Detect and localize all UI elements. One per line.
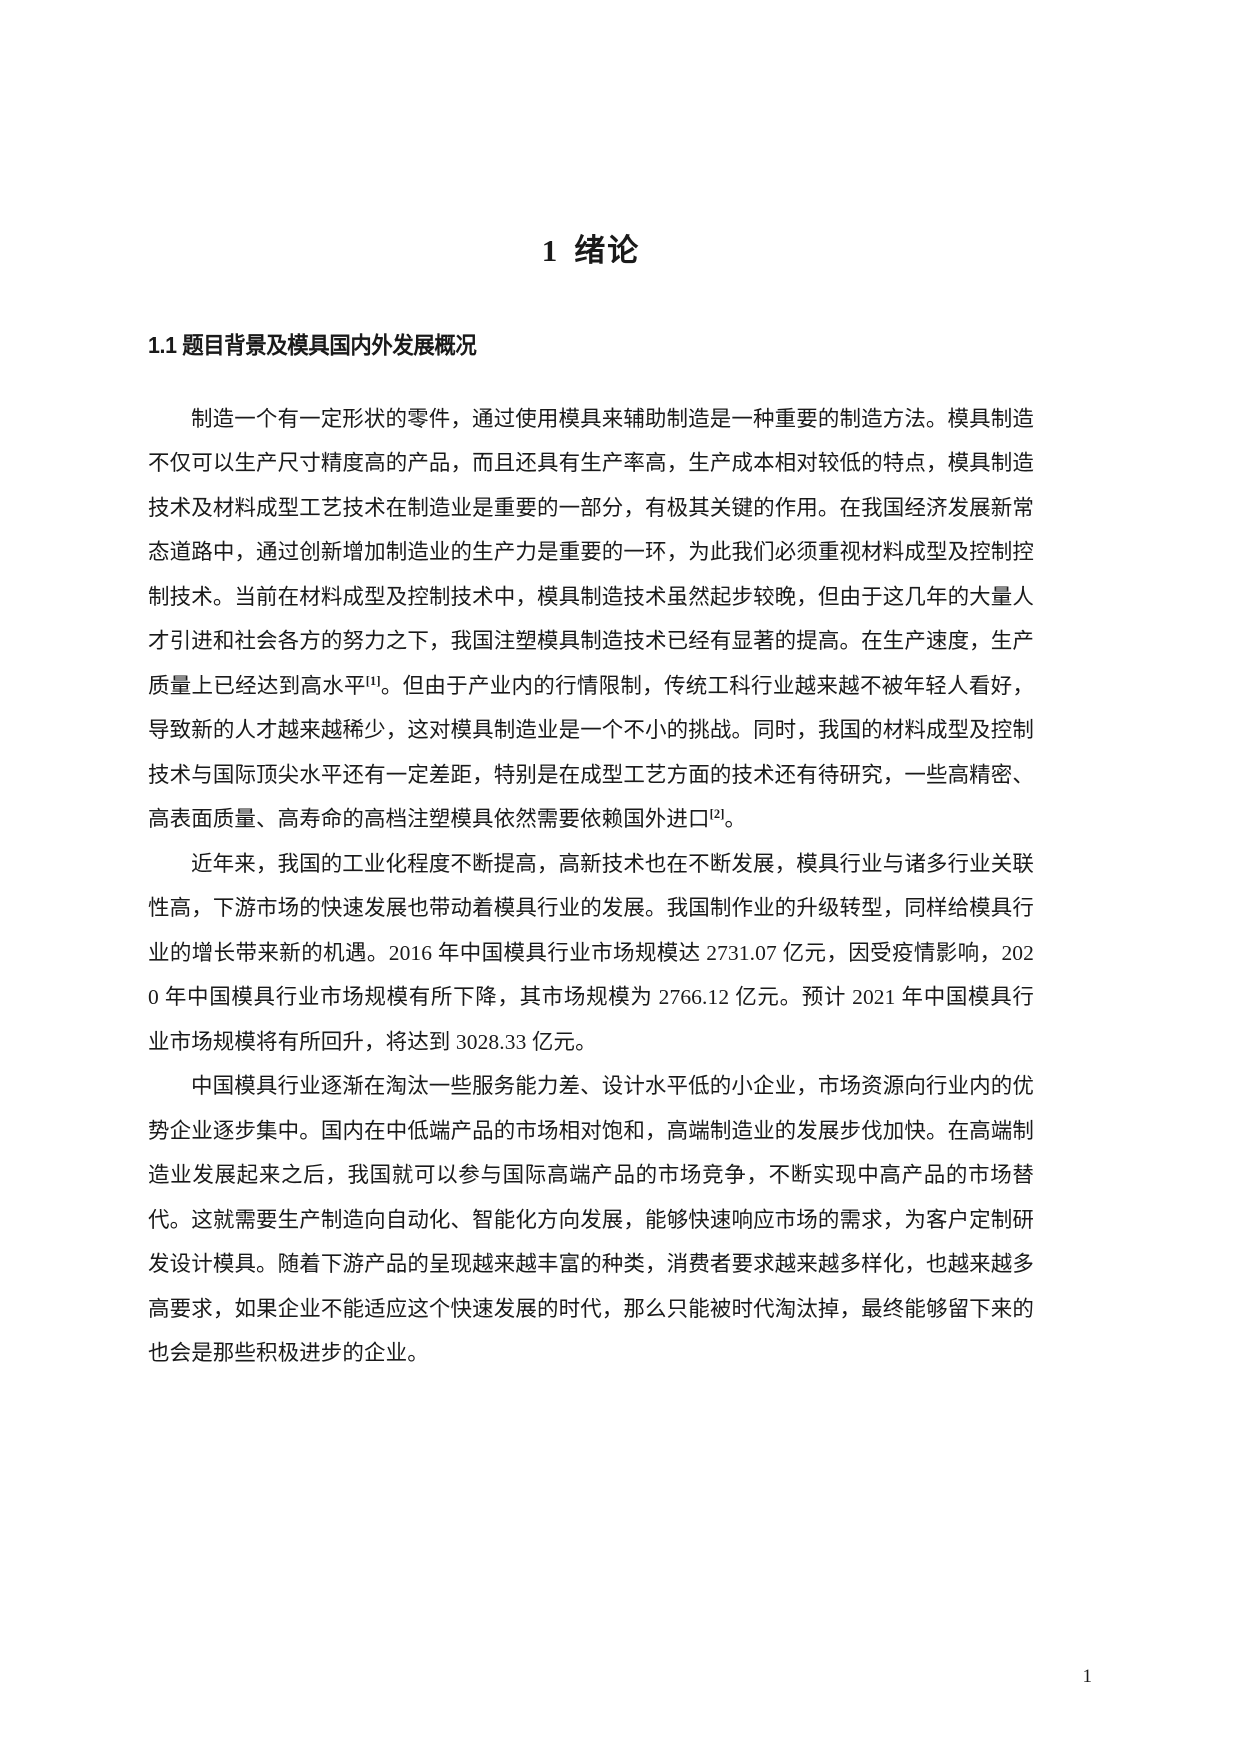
body-paragraph: 近年来，我国的工业化程度不断提高，高新技术也在不断发展，模具行业与诸多行业关联性… — [148, 851, 1034, 1054]
body-paragraph: 中国模具行业逐渐在淘汰一些服务能力差、设计水平低的小企业，市场资源向行业内的优势… — [148, 1074, 1034, 1366]
footnote-reference[interactable]: [2] — [709, 806, 725, 821]
chapter-number: 1 — [541, 233, 559, 268]
footnote-reference[interactable]: [1] — [365, 673, 381, 688]
chapter-name: 绪论 — [574, 233, 641, 268]
page-number: 1 — [1082, 1666, 1093, 1687]
body-paragraph: 制造一个有一定形状的零件，通过使用模具来辅助制造是一种重要的制造方法。模具制造不… — [148, 406, 1034, 832]
page-content: 1 绪论 1.1 题目背景及模具国内外发展概况 制造一个有一定形状的零件，通过使用… — [148, 0, 1034, 1376]
section-heading-1-1: 1.1 题目背景及模具国内外发展概况 — [148, 331, 477, 358]
chapter-title: 1 绪论 — [148, 0, 1034, 271]
